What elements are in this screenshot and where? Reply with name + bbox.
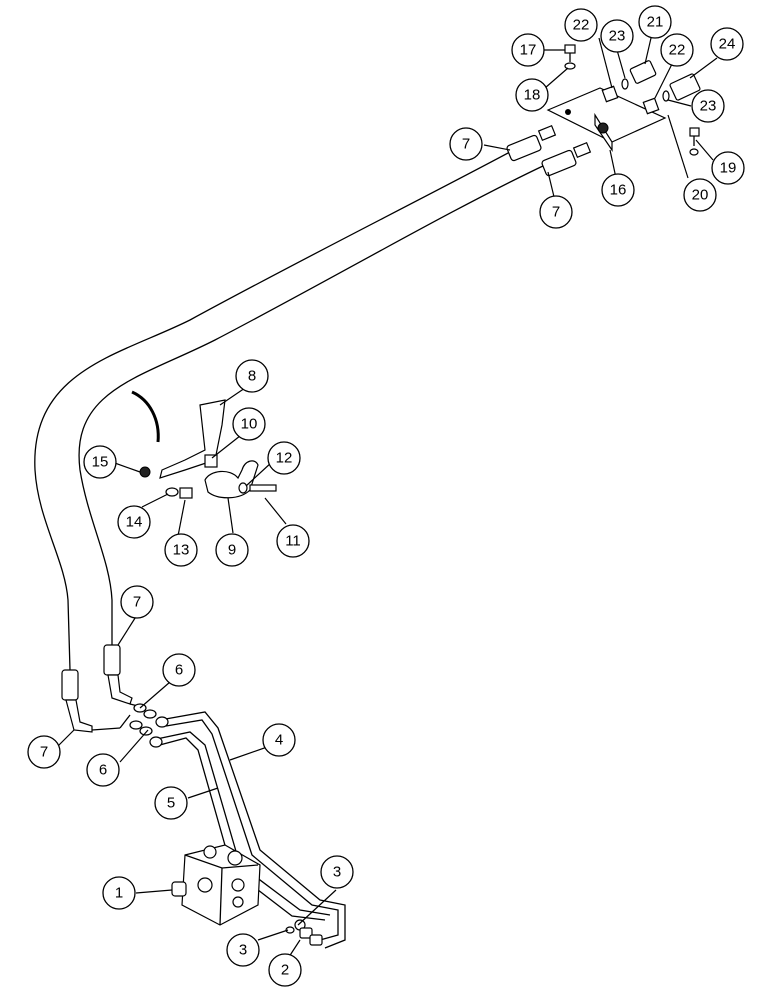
svg-text:16: 16 (610, 182, 627, 199)
callout-22-lower: 22 (660, 33, 694, 67)
callout-12: 12 (267, 441, 301, 475)
routing-arc (131, 390, 160, 443)
callout-19: 19 (711, 151, 745, 185)
callout-14: 14 (117, 505, 151, 539)
callout-13: 13 (164, 533, 198, 567)
callout-20: 20 (683, 178, 717, 212)
svg-text:20: 20 (692, 187, 709, 204)
callout-3-upper: 3 (320, 855, 354, 889)
leader-lines (57, 37, 718, 964)
svg-text:7: 7 (133, 594, 141, 611)
callout-23-lower: 23 (691, 89, 725, 123)
callout-7-mid: 7 (120, 585, 154, 619)
svg-text:10: 10 (241, 416, 258, 433)
callout-3-lower: 3 (226, 933, 260, 967)
svg-text:7: 7 (552, 204, 560, 221)
svg-text:17: 17 (520, 42, 537, 59)
callout-7-lower-left: 7 (27, 735, 61, 769)
callout-5: 5 (154, 786, 188, 820)
svg-text:4: 4 (275, 732, 283, 749)
callout-18: 18 (515, 78, 549, 112)
callout-24: 24 (710, 27, 744, 61)
svg-text:23: 23 (609, 28, 626, 45)
svg-text:3: 3 (333, 864, 341, 881)
callout-7-top-left: 7 (449, 127, 483, 161)
svg-text:7: 7 (40, 744, 48, 761)
svg-text:12: 12 (276, 450, 293, 467)
callout-21: 21 (638, 5, 672, 39)
callout-16: 16 (601, 173, 635, 207)
callout-17: 17 (511, 33, 545, 67)
svg-text:2: 2 (281, 962, 289, 979)
svg-text:8: 8 (248, 368, 256, 385)
svg-text:22: 22 (669, 42, 686, 59)
steel-tubes (149, 711, 346, 949)
callout-22-upper: 22 (564, 8, 598, 42)
svg-text:18: 18 (524, 87, 541, 104)
svg-text:3: 3 (239, 942, 247, 959)
callout-1: 1 (102, 876, 136, 910)
svg-text:9: 9 (228, 542, 236, 559)
callout-7-top-bottom: 7 (539, 195, 573, 229)
control-valve (171, 844, 323, 946)
svg-text:11: 11 (285, 533, 301, 550)
svg-text:23: 23 (700, 98, 717, 115)
callout-2: 2 (268, 953, 302, 987)
svg-text:21: 21 (647, 14, 664, 31)
hose-assembly-lines (34, 151, 546, 671)
callout-6-upper: 6 (162, 653, 196, 687)
svg-text:24: 24 (719, 36, 736, 53)
svg-text:6: 6 (175, 662, 183, 679)
callout-10: 10 (232, 407, 266, 441)
svg-text:1: 1 (115, 885, 123, 902)
lower-fittings (61, 644, 157, 736)
clamp-bracket-assembly (139, 399, 277, 499)
callout-9: 9 (215, 533, 249, 567)
svg-text:22: 22 (573, 17, 590, 34)
coupler-bracket-assembly (506, 44, 701, 177)
svg-text:5: 5 (167, 795, 175, 812)
svg-text:7: 7 (462, 136, 470, 153)
callout-11: 11 (276, 524, 310, 558)
svg-text:6: 6 (99, 762, 107, 779)
callout-8: 8 (235, 359, 269, 393)
svg-text:13: 13 (173, 542, 190, 559)
svg-text:15: 15 (92, 454, 109, 471)
callout-4: 4 (262, 723, 296, 757)
callout-6-lower: 6 (86, 753, 120, 787)
svg-text:14: 14 (126, 514, 143, 531)
svg-text:19: 19 (720, 160, 737, 177)
callout-15: 15 (83, 445, 117, 479)
callout-23-upper: 23 (600, 19, 634, 53)
